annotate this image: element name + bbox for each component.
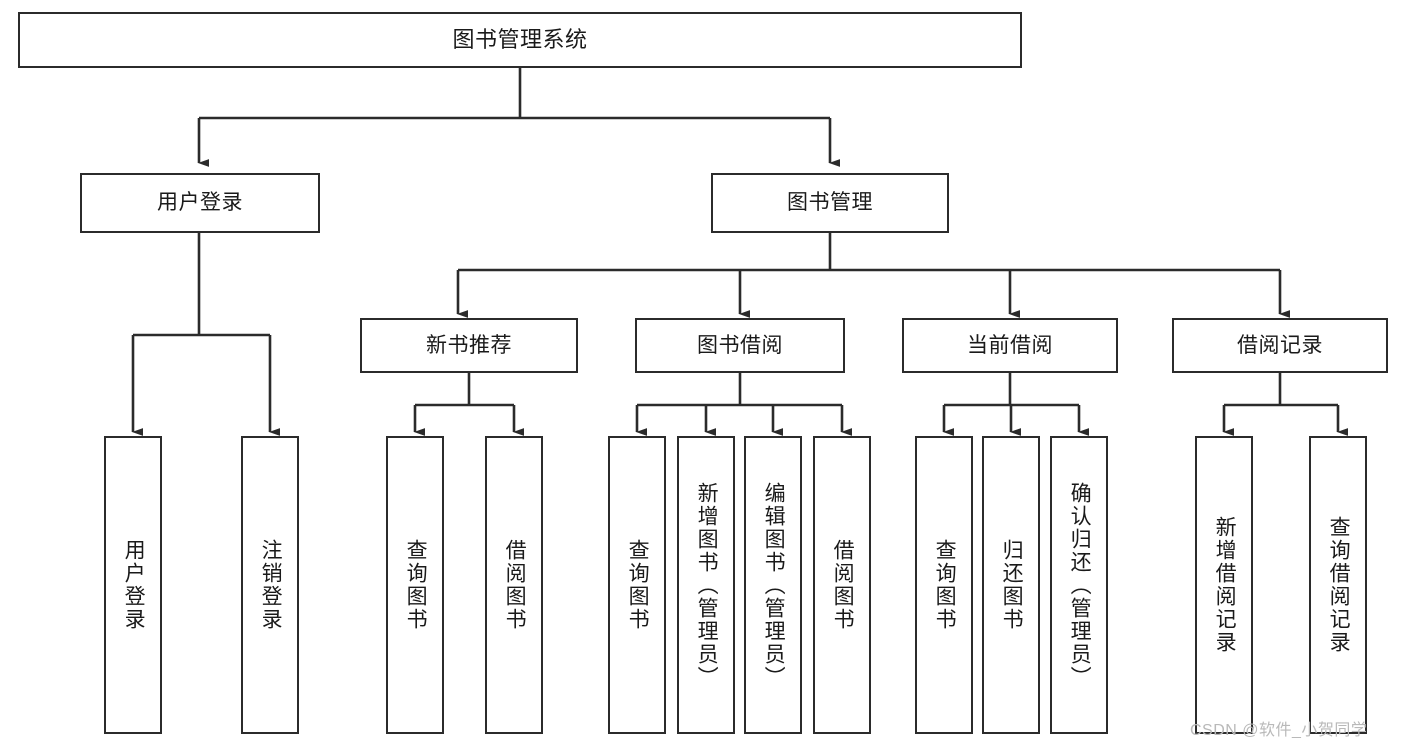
node-label: 借阅图书 [831,539,855,631]
node-leaf-return-book[interactable]: 归还图书 [982,436,1040,734]
node-user-login[interactable]: 用户登录 [80,173,320,233]
node-label: 查询图书 [933,539,957,631]
node-book-borrow[interactable]: 图书借阅 [635,318,845,373]
node-leaf-logout[interactable]: 注销登录 [241,436,299,734]
node-new-book-recommend[interactable]: 新书推荐 [360,318,578,373]
node-label: 借阅记录 [1237,333,1323,357]
node-label: 确认归还（管理员） [1068,481,1092,689]
node-label: 当前借阅 [967,333,1053,357]
node-label: 新书推荐 [426,333,512,357]
node-label: 新增图书（管理员） [695,481,719,689]
node-leaf-query-book-1[interactable]: 查询图书 [386,436,444,734]
node-leaf-borrow-book-2[interactable]: 借阅图书 [813,436,871,734]
node-leaf-confirm-return[interactable]: 确认归还（管理员） [1050,436,1108,734]
node-leaf-add-record[interactable]: 新增借阅记录 [1195,436,1253,734]
node-root[interactable]: 图书管理系统 [18,12,1022,68]
node-label: 图书借阅 [697,333,783,357]
node-leaf-query-book-3[interactable]: 查询图书 [915,436,973,734]
node-borrow-record[interactable]: 借阅记录 [1172,318,1388,373]
node-leaf-add-book[interactable]: 新增图书（管理员） [677,436,735,734]
node-book-manage[interactable]: 图书管理 [711,173,949,233]
node-label: 新增借阅记录 [1213,516,1237,654]
node-label: 归还图书 [1000,539,1024,631]
node-label: 图书管理 [787,191,873,215]
node-label: 查询图书 [404,539,428,631]
node-leaf-query-book-2[interactable]: 查询图书 [608,436,666,734]
node-leaf-borrow-book-1[interactable]: 借阅图书 [485,436,543,734]
node-label: 查询图书 [626,539,650,631]
node-current-borrow[interactable]: 当前借阅 [902,318,1118,373]
node-leaf-query-record[interactable]: 查询借阅记录 [1309,436,1367,734]
node-label: 借阅图书 [503,539,527,631]
node-leaf-user-login[interactable]: 用户登录 [104,436,162,734]
node-label: 注销登录 [259,539,283,631]
node-label: 用户登录 [157,191,243,215]
node-label: 用户登录 [122,539,146,631]
node-label: 编辑图书（管理员） [762,481,786,689]
node-leaf-edit-book[interactable]: 编辑图书（管理员） [744,436,802,734]
node-label: 图书管理系统 [452,26,588,52]
node-label: 查询借阅记录 [1327,516,1351,654]
